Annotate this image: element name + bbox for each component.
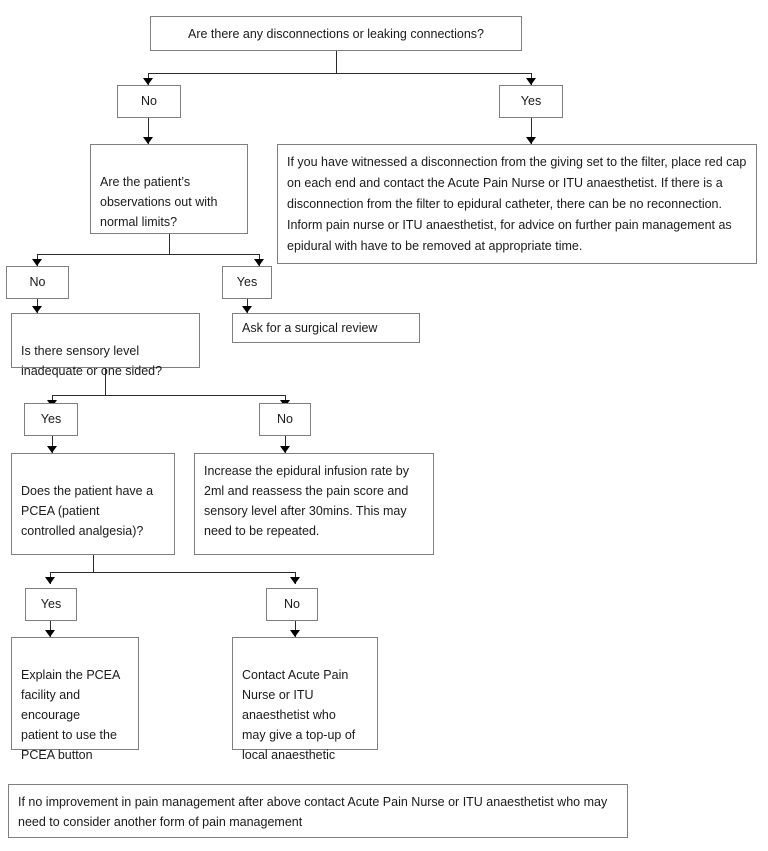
node-label-yes-3: Yes xyxy=(24,403,78,436)
node-label-no-2: No xyxy=(6,266,69,299)
connector-pcea-split xyxy=(50,572,296,573)
connector-pcea-stem xyxy=(93,555,94,572)
node-label: Is there sensory level inadequate or one… xyxy=(21,344,163,378)
node-label: Increase the epidural infusion rate by 2… xyxy=(204,464,409,538)
connector-no1-down xyxy=(148,118,149,144)
connector-observations-split xyxy=(37,254,260,255)
node-label-yes-4: Yes xyxy=(25,588,77,621)
connector-no4-down xyxy=(295,621,296,637)
node-label: Are the patient’s observations out with … xyxy=(100,175,218,229)
node-action-no-improvement: If no improvement in pain management aft… xyxy=(8,784,628,838)
connector-no3-down xyxy=(285,436,286,453)
node-label: If you have witnessed a disconnection fr… xyxy=(287,155,747,253)
node-label-yes-1: Yes xyxy=(499,85,563,118)
node-label: Yes xyxy=(40,597,62,611)
node-label: Explain the PCEA facility and encourage … xyxy=(21,668,121,762)
connector-yes4-down xyxy=(50,621,51,637)
node-label: If no improvement in pain management aft… xyxy=(18,795,608,829)
connector-root-stem xyxy=(336,51,337,73)
arrowhead-to-sensory xyxy=(32,306,42,313)
arrowhead-to-disconnection-action xyxy=(526,137,536,144)
node-label-yes-2: Yes xyxy=(222,266,272,299)
node-action-increase-infusion-rate: Increase the epidural infusion rate by 2… xyxy=(194,453,434,555)
connector-yes3-down xyxy=(52,436,53,453)
node-question-disconnections: Are there any disconnections or leaking … xyxy=(150,16,522,51)
node-label: No xyxy=(29,275,46,289)
arrowhead-to-contact-pain xyxy=(290,630,300,637)
arrowhead-to-pcea-question xyxy=(47,446,57,453)
node-action-explain-pcea: Explain the PCEA facility and encourage … xyxy=(11,637,139,762)
node-label: Contact Acute Pain Nurse or ITU anaesthe… xyxy=(242,668,356,762)
arrowhead-to-observations xyxy=(143,137,153,144)
arrowhead-to-no-2 xyxy=(32,259,42,266)
arrowhead-to-no-1 xyxy=(143,78,153,85)
arrowhead-to-no-4 xyxy=(290,577,300,584)
connector-sensory-split xyxy=(52,395,286,396)
node-label-no-3: No xyxy=(259,403,311,436)
connector-sensory-stem xyxy=(105,368,106,395)
arrowhead-to-increase-rate xyxy=(280,446,290,453)
node-action-surgical-review: Ask for a surgical review xyxy=(232,313,420,343)
arrowhead-to-explain-pcea xyxy=(45,630,55,637)
arrowhead-to-yes-2 xyxy=(254,259,264,266)
node-label-no-4: No xyxy=(266,588,318,621)
node-action-contact-acute-pain: Contact Acute Pain Nurse or ITU anaesthe… xyxy=(232,637,378,762)
node-label: No xyxy=(277,412,293,426)
node-label-no-1: No xyxy=(117,85,181,118)
node-label: Yes xyxy=(236,275,258,289)
connector-root-split xyxy=(148,73,532,74)
arrowhead-to-surgical-review xyxy=(242,306,252,313)
node-label: Yes xyxy=(40,412,62,426)
node-label: No xyxy=(284,597,300,611)
node-label: Does the patient have a PCEA (patient co… xyxy=(21,484,154,538)
node-label: Yes xyxy=(520,94,542,108)
node-label: Ask for a surgical review xyxy=(242,321,378,335)
connector-yes1-down xyxy=(531,118,532,144)
node-question-observations: Are the patient’s observations out with … xyxy=(90,144,248,234)
node-action-disconnection: If you have witnessed a disconnection fr… xyxy=(277,144,757,264)
node-question-sensory-level: Is there sensory level inadequate or one… xyxy=(11,313,200,378)
node-label: No xyxy=(141,94,157,108)
arrowhead-to-yes-1 xyxy=(526,78,536,85)
connector-observations-stem xyxy=(169,234,170,254)
node-label: Are there any disconnections or leaking … xyxy=(187,26,484,41)
arrowhead-to-yes-4 xyxy=(45,577,55,584)
node-question-pcea: Does the patient have a PCEA (patient co… xyxy=(11,453,175,555)
